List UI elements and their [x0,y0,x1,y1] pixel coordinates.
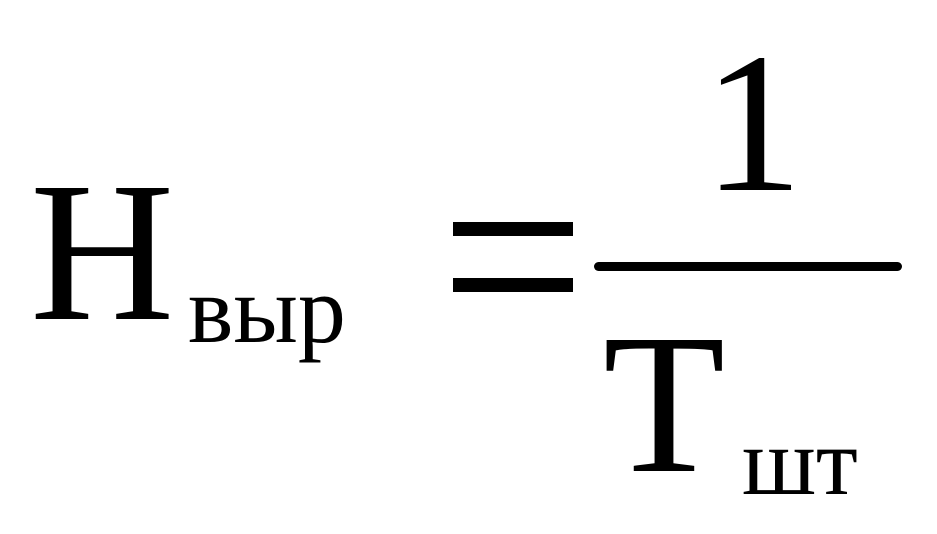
fraction-line [594,262,902,271]
fraction-numerator: 1 [703,13,803,234]
equals-bar-bottom [453,278,573,292]
lhs-subscript: выр [188,256,346,363]
denominator-subscript: шт [742,408,858,515]
lhs-symbol: Н [30,142,175,363]
denominator-symbol: Т [603,294,726,515]
equals-sign [453,222,573,292]
equals-bar-top [453,222,573,236]
